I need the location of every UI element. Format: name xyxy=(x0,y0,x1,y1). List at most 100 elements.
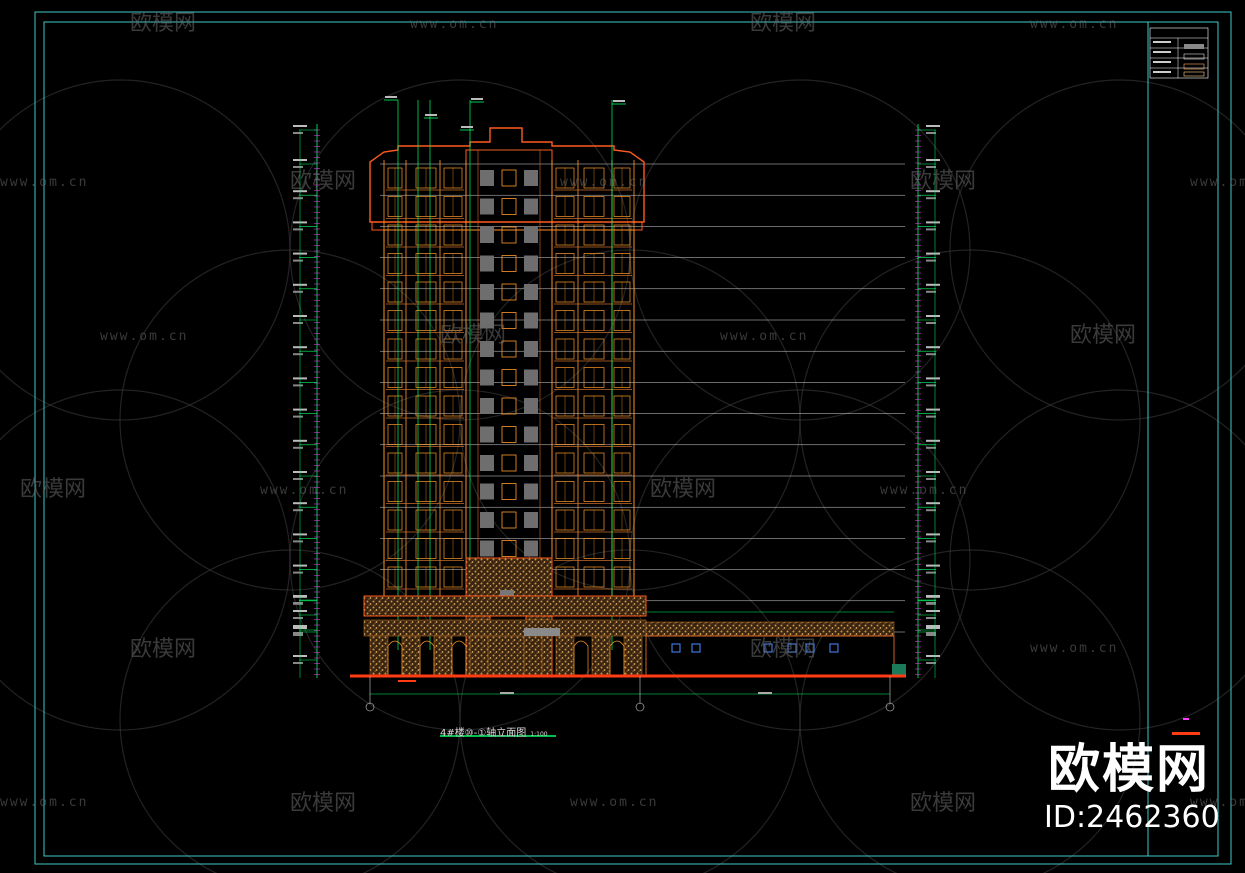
level-label-mark xyxy=(926,252,940,255)
tag-label-mark xyxy=(471,98,483,100)
legend-label-mark xyxy=(1153,41,1171,43)
watermark-circle xyxy=(119,249,461,591)
level-value-mark xyxy=(293,509,303,512)
level-label-mark xyxy=(926,159,940,161)
axis-bubble xyxy=(635,702,645,712)
level-value-mark xyxy=(293,602,303,604)
watermark-url-text: www.om.cn xyxy=(1190,175,1245,190)
watermark-brand-text: 欧模网 xyxy=(440,323,506,348)
legend-label-mark xyxy=(1153,61,1171,63)
watermark-brand-text: 欧模网 xyxy=(290,791,356,816)
arch-opening xyxy=(387,640,403,676)
legend-frame xyxy=(1149,27,1209,79)
level-value-mark xyxy=(293,384,303,387)
core-window xyxy=(501,340,517,358)
core-window xyxy=(480,284,494,300)
core-window xyxy=(480,426,494,443)
level-value-mark xyxy=(926,602,936,604)
core-window xyxy=(524,398,538,414)
watermark-url-text: www.om.cn xyxy=(0,175,88,190)
arch-opening xyxy=(609,640,625,676)
legend-table xyxy=(1149,27,1209,79)
core-window xyxy=(524,227,538,243)
level-value-mark xyxy=(293,632,303,634)
level-value-mark xyxy=(926,353,936,356)
level-value-mark xyxy=(926,132,936,134)
core-window xyxy=(501,454,517,472)
level-label-mark xyxy=(926,408,940,411)
tag-label-mark xyxy=(425,114,437,116)
watermark-brand-text: 欧模网 xyxy=(910,791,976,816)
core-window xyxy=(501,226,517,244)
watermark-url-text: www.om.cn xyxy=(260,483,348,498)
legend-swatch xyxy=(1183,53,1205,60)
core-window xyxy=(480,227,494,243)
annotation-mark xyxy=(1172,732,1200,735)
level-value-mark xyxy=(293,571,303,574)
level-label-mark xyxy=(926,283,940,286)
tag-label-mark xyxy=(461,126,473,128)
legend-swatch xyxy=(1184,44,1204,49)
core-window xyxy=(480,398,494,414)
level-value-mark xyxy=(293,540,303,543)
core-window xyxy=(480,512,494,528)
balustrade xyxy=(524,628,560,636)
core-window xyxy=(524,170,538,186)
level-value-mark xyxy=(293,290,303,293)
level-value-mark xyxy=(926,259,936,262)
level-label-mark xyxy=(926,595,940,597)
level-value-mark xyxy=(293,132,303,134)
level-value-mark xyxy=(926,415,936,418)
level-marker-column xyxy=(293,124,320,678)
core-window xyxy=(501,312,517,329)
watermark-circle xyxy=(949,79,1245,421)
watermark-brand-text: 欧模网 xyxy=(1070,323,1136,348)
tower-facade xyxy=(369,96,645,650)
annex-canopy xyxy=(645,621,895,637)
core-window xyxy=(524,512,538,528)
level-value-mark xyxy=(293,166,303,168)
level-value-mark xyxy=(926,322,936,324)
watermark-brand-text: 欧模网 xyxy=(910,169,976,194)
core-window xyxy=(524,369,538,386)
level-label-mark xyxy=(926,533,940,536)
stone-column xyxy=(369,635,389,677)
core-window xyxy=(480,483,494,500)
level-label-mark xyxy=(926,221,940,224)
brand-watermark: 欧模网 ID:2462360 xyxy=(1044,740,1220,836)
watermark-circle xyxy=(629,79,971,421)
watermark-url-text: www.om.cn xyxy=(1030,17,1118,32)
core-window xyxy=(501,369,517,386)
level-label-mark xyxy=(926,564,940,567)
level-label-mark xyxy=(926,439,940,442)
core-window xyxy=(524,255,538,272)
level-label-mark xyxy=(926,471,940,473)
stone-column xyxy=(469,635,489,677)
level-value-mark xyxy=(926,290,936,293)
level-label-mark xyxy=(926,315,940,317)
annotation-mark xyxy=(1183,718,1189,720)
legend-swatch xyxy=(1183,71,1205,77)
watermark-url-text: www.om.cn xyxy=(1030,641,1118,656)
podium-cornice xyxy=(363,619,647,637)
watermark-brand-text: 欧模网 xyxy=(290,169,356,194)
annex-window xyxy=(787,643,797,653)
annex-window xyxy=(691,643,701,653)
inner-frame xyxy=(43,21,1219,857)
watermark-circle xyxy=(629,389,971,731)
core-window xyxy=(524,312,538,329)
arch-opening xyxy=(573,640,589,676)
core-window xyxy=(501,483,517,500)
dimension-text-mark xyxy=(500,692,514,694)
core-window xyxy=(501,255,517,272)
watermark-url-text: www.om.cn xyxy=(1190,795,1245,810)
legend-label-mark xyxy=(1153,51,1171,53)
axis-bubble xyxy=(365,702,375,712)
central-core xyxy=(465,149,553,597)
level-value-mark xyxy=(293,662,303,664)
core-window xyxy=(524,198,538,215)
level-label-mark xyxy=(926,190,940,193)
level-label-mark xyxy=(926,610,940,612)
